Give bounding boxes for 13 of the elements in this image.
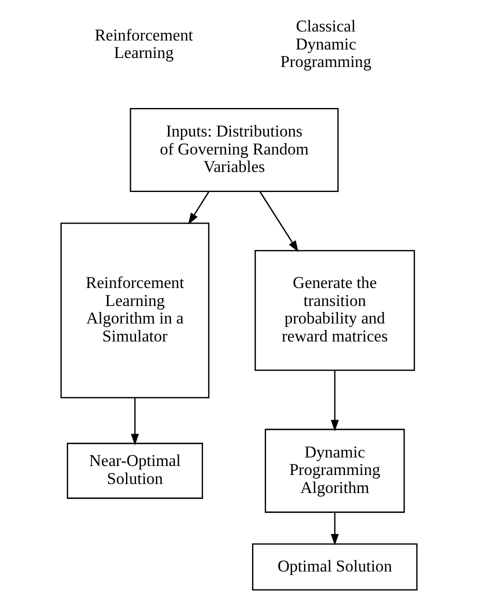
arrow bbox=[330, 370, 339, 432]
node-box: Dynamic Programming Algorithm bbox=[264, 428, 405, 513]
node-box: Near-Optimal Solution bbox=[66, 442, 204, 499]
node-box: Inputs: Distributions of Governing Random Variables bbox=[130, 108, 339, 192]
arrow bbox=[259, 191, 298, 252]
node-box: Reinforcement Learning Algorithm in a Simulator bbox=[60, 222, 210, 398]
arrow bbox=[330, 512, 339, 546]
node-box: Generate the transition probability and reward matrices bbox=[254, 250, 415, 371]
arrow bbox=[130, 398, 139, 446]
label: Reinforcement Learning bbox=[94, 25, 193, 62]
arrow bbox=[188, 191, 210, 224]
node-box: Optimal Solution bbox=[252, 543, 418, 590]
label: Classical Dynamic Programming bbox=[280, 16, 372, 72]
